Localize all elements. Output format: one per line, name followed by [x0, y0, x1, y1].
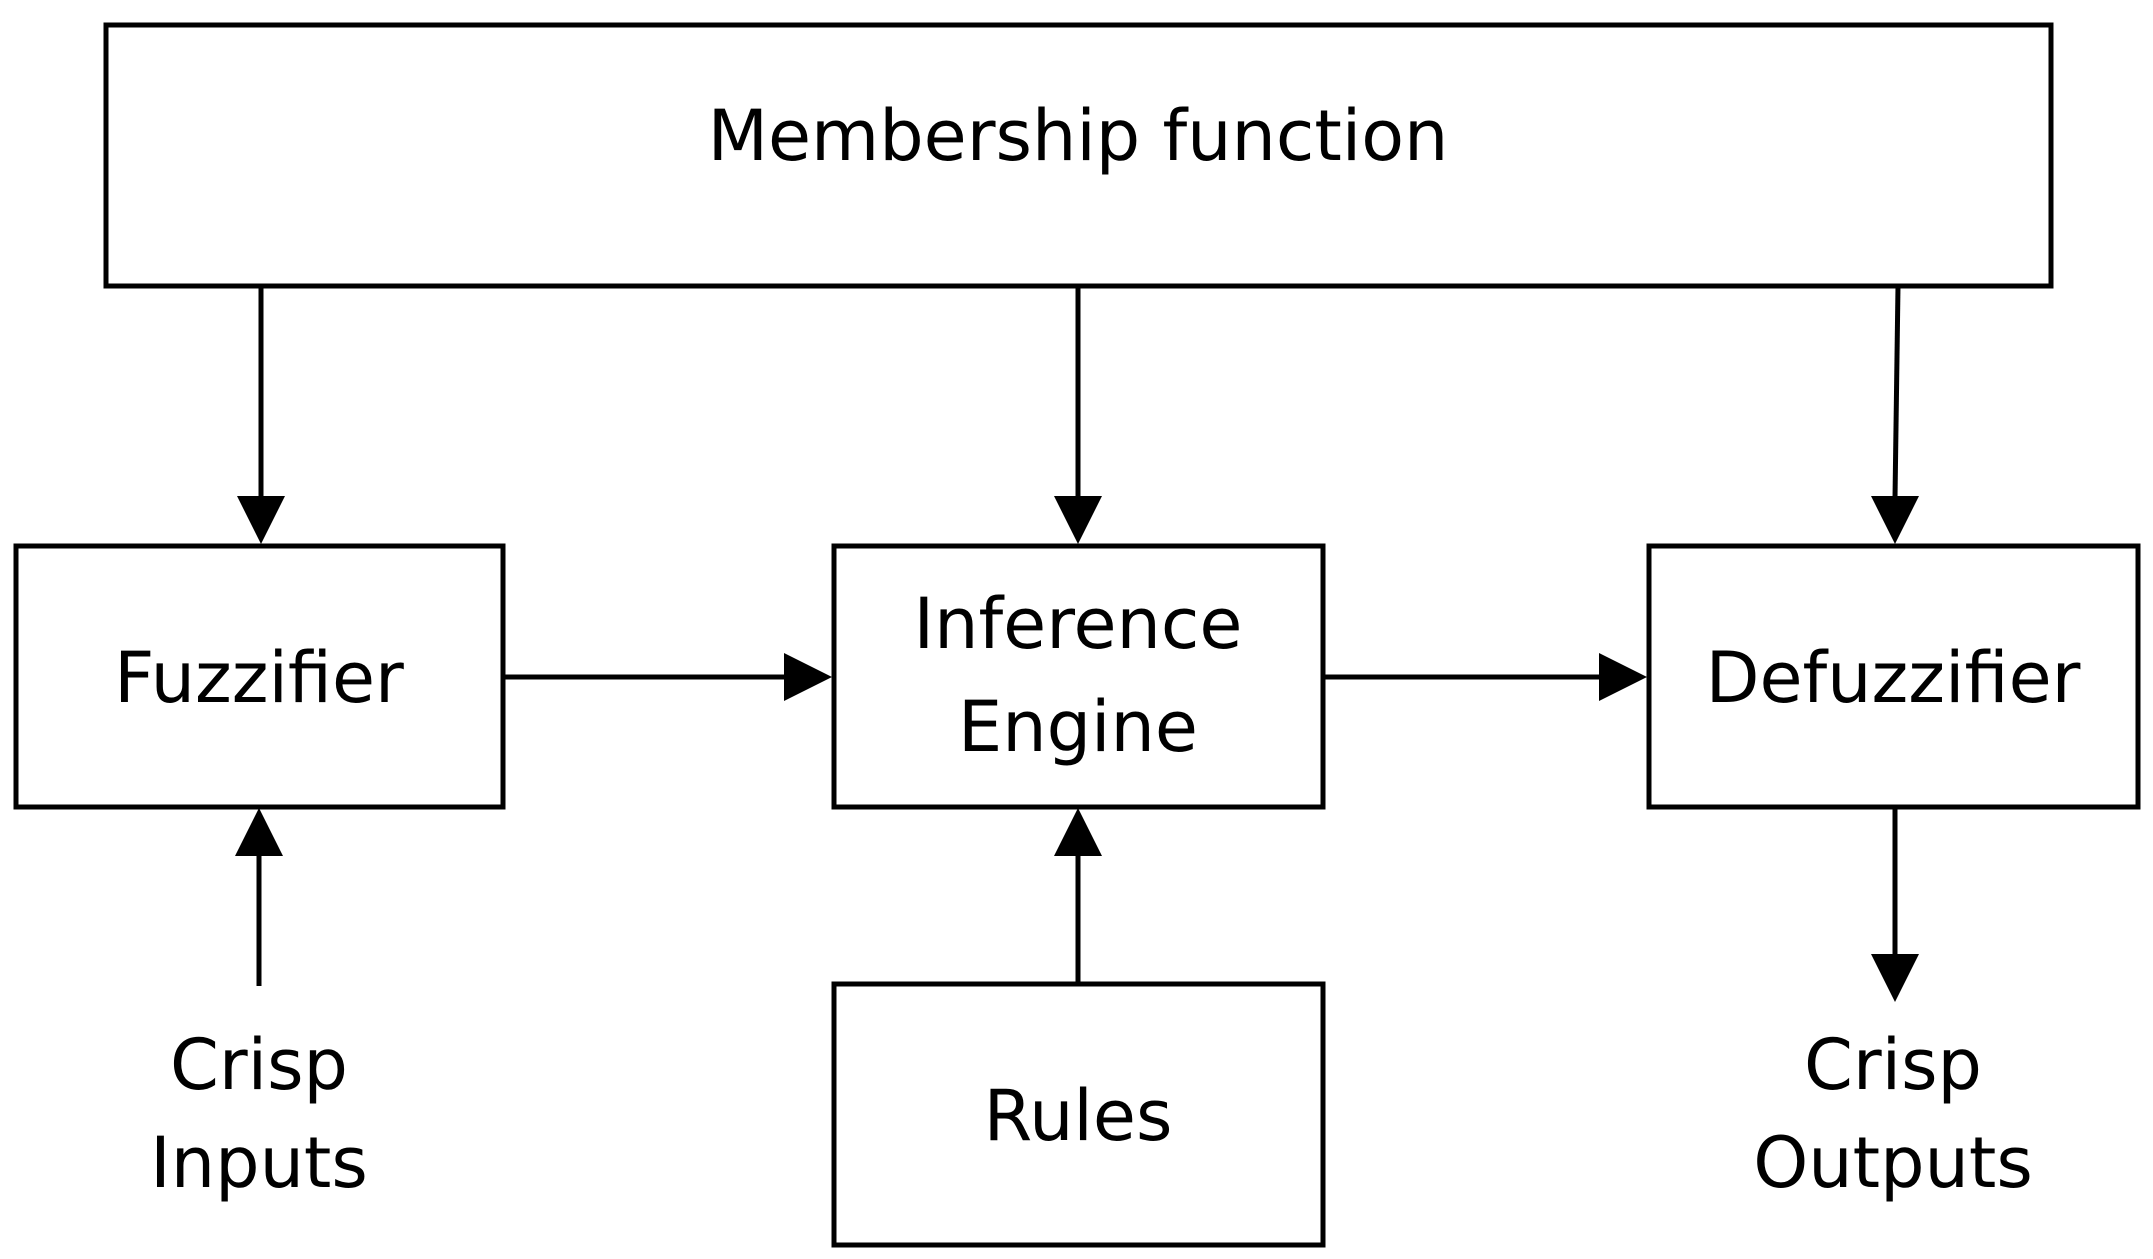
crisp-outputs-label-line2: Outputs — [1753, 1122, 2033, 1204]
fuzzifier-label: Fuzzifier — [114, 637, 404, 719]
rules-box — [831, 981, 1326, 1248]
defuzzifier-block: Defuzzifier — [1646, 543, 2141, 810]
arrow-defuzzifier-to-outputs — [1871, 807, 1919, 1002]
inference-engine-block: Inference Engine — [831, 543, 1326, 810]
membership-function-block: Membership function — [103, 22, 2054, 289]
crisp-inputs-label-line2: Inputs — [150, 1122, 368, 1204]
crisp-outputs-block: Crisp Outputs — [1753, 1024, 2033, 1204]
arrow-membership-to-defuzzifier — [1871, 285, 1919, 544]
fuzzifier-box — [13, 543, 506, 810]
crisp-inputs-label-line1: Crisp — [170, 1024, 348, 1106]
arrow-fuzzifier-to-inference — [503, 653, 832, 701]
inference-engine-label-line2: Engine — [958, 686, 1198, 768]
defuzzifier-box — [1646, 543, 2141, 810]
rules-block: Rules — [831, 981, 1326, 1248]
arrow-inputs-to-fuzzifier — [235, 808, 283, 986]
arrow-inference-to-defuzzifier — [1323, 653, 1647, 701]
defuzzifier-label: Defuzzifier — [1706, 637, 2081, 719]
rules-label: Rules — [984, 1075, 1173, 1157]
membership-function-box — [103, 22, 2054, 289]
arrow-membership-to-inference — [1054, 286, 1102, 544]
arrow-rules-to-inference — [1054, 808, 1102, 984]
crisp-outputs-label-line1: Crisp — [1804, 1024, 1982, 1106]
arrow-membership-to-fuzzifier — [237, 286, 285, 544]
inference-engine-label-line1: Inference — [914, 583, 1243, 665]
membership-function-label: Membership function — [708, 95, 1449, 177]
fuzzifier-block: Fuzzifier — [13, 543, 506, 810]
crisp-inputs-block: Crisp Inputs — [150, 1024, 368, 1204]
inference-engine-box — [831, 543, 1326, 810]
